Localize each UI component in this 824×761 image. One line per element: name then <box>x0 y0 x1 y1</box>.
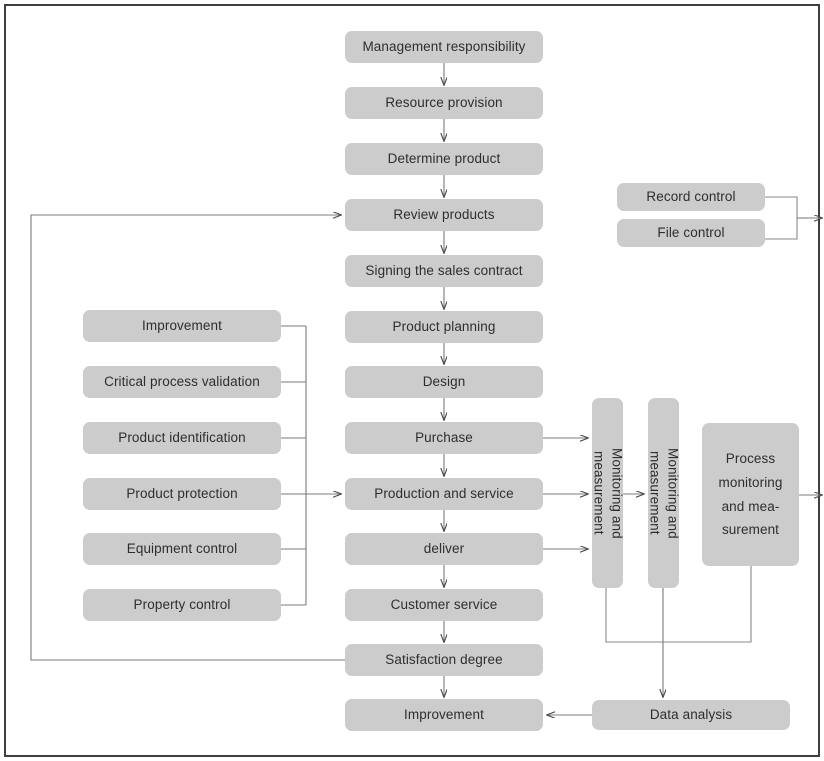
node-property-control[interactable]: Property control <box>83 589 281 621</box>
node-customer-service[interactable]: Customer service <box>345 589 543 621</box>
left-support-bus <box>281 325 307 606</box>
process-monitoring-line-4: surement <box>721 522 780 538</box>
process-monitoring-line-3: and mea- <box>721 498 780 514</box>
node-determine-product[interactable]: Determine product <box>345 143 543 175</box>
node-improvement-bottom[interactable]: Improvement <box>345 699 543 731</box>
node-production-and-service[interactable]: Production and service <box>345 478 543 510</box>
node-improvement-left[interactable]: Improvement <box>83 310 281 342</box>
process-monitoring-line-2: monitoring <box>718 474 783 490</box>
node-data-analysis[interactable]: Data analysis <box>592 700 790 730</box>
node-file-control[interactable]: File control <box>617 219 765 247</box>
node-design[interactable]: Design <box>345 366 543 398</box>
node-product-planning[interactable]: Product planning <box>345 311 543 343</box>
node-purchase[interactable]: Purchase <box>345 422 543 454</box>
node-record-control[interactable]: Record control <box>617 183 765 211</box>
node-critical-process-validation[interactable]: Critical process validation <box>83 366 281 398</box>
node-equipment-control[interactable]: Equipment control <box>83 533 281 565</box>
node-product-identification[interactable]: Product identification <box>83 422 281 454</box>
node-process-monitoring-and-measurement[interactable]: Process monitoring and mea- surement <box>702 423 799 566</box>
edge-satisfaction-feedback-to-review <box>30 215 345 661</box>
node-deliver[interactable]: deliver <box>345 533 543 565</box>
node-management-responsibility[interactable]: Management responsibility <box>345 31 543 63</box>
node-review-products[interactable]: Review products <box>345 199 543 231</box>
node-satisfaction-degree[interactable]: Satisfaction degree <box>345 644 543 676</box>
node-product-protection[interactable]: Product protection <box>83 478 281 510</box>
node-monitoring-and-measurement-2[interactable]: Monitoring and measurement <box>648 398 681 588</box>
edge-bottom-collector <box>605 566 752 643</box>
process-monitoring-line-1: Process <box>725 451 776 467</box>
node-resource-provision[interactable]: Resource provision <box>345 87 543 119</box>
node-signing-the-sales-contract[interactable]: Signing the sales contract <box>345 255 543 287</box>
node-monitoring-and-measurement-1[interactable]: Monitoring and measurement <box>592 398 625 588</box>
